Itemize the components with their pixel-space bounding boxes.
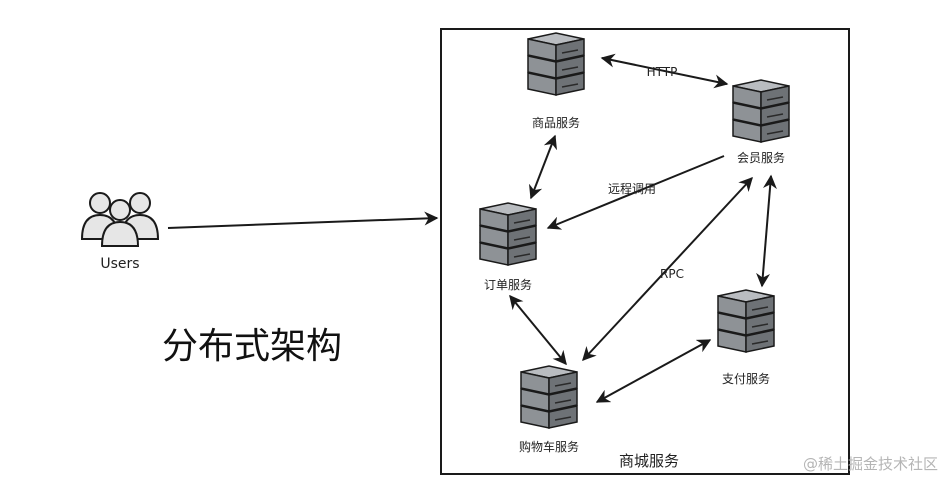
payment-server-icon xyxy=(717,289,775,353)
product-service-label: 商品服务 xyxy=(532,115,580,130)
users-icon xyxy=(81,192,159,247)
member-payment-arrow xyxy=(756,174,777,288)
member-server-icon xyxy=(732,79,790,143)
rpc-edge-label: RPC xyxy=(660,267,684,281)
cart-server-icon xyxy=(520,365,578,429)
http-edge-label: HTTP xyxy=(647,65,678,79)
member-cart-rpc-arrow xyxy=(582,176,753,362)
page-title: 分布式架构 xyxy=(162,326,342,367)
product-server-icon xyxy=(527,32,585,96)
order-service-label: 订单服务 xyxy=(484,277,532,292)
users-label: Users xyxy=(100,256,139,272)
cart-service-label: 购物车服务 xyxy=(519,439,579,454)
users-to-system-arrow xyxy=(167,211,439,229)
product-order-arrow xyxy=(529,134,557,200)
payment-service-label: 支付服务 xyxy=(722,371,770,386)
system-container xyxy=(440,28,850,475)
watermark-text: @稀土掘金技术社区 xyxy=(803,455,938,473)
product-member-http-arrow xyxy=(600,53,729,89)
order-server-icon xyxy=(479,202,537,266)
container-label: 商城服务 xyxy=(619,452,679,470)
remote-call-edge-label: 远程调用 xyxy=(608,181,656,196)
cart-payment-arrow xyxy=(595,339,712,403)
member-service-label: 会员服务 xyxy=(737,150,785,165)
order-cart-arrow xyxy=(509,294,567,366)
